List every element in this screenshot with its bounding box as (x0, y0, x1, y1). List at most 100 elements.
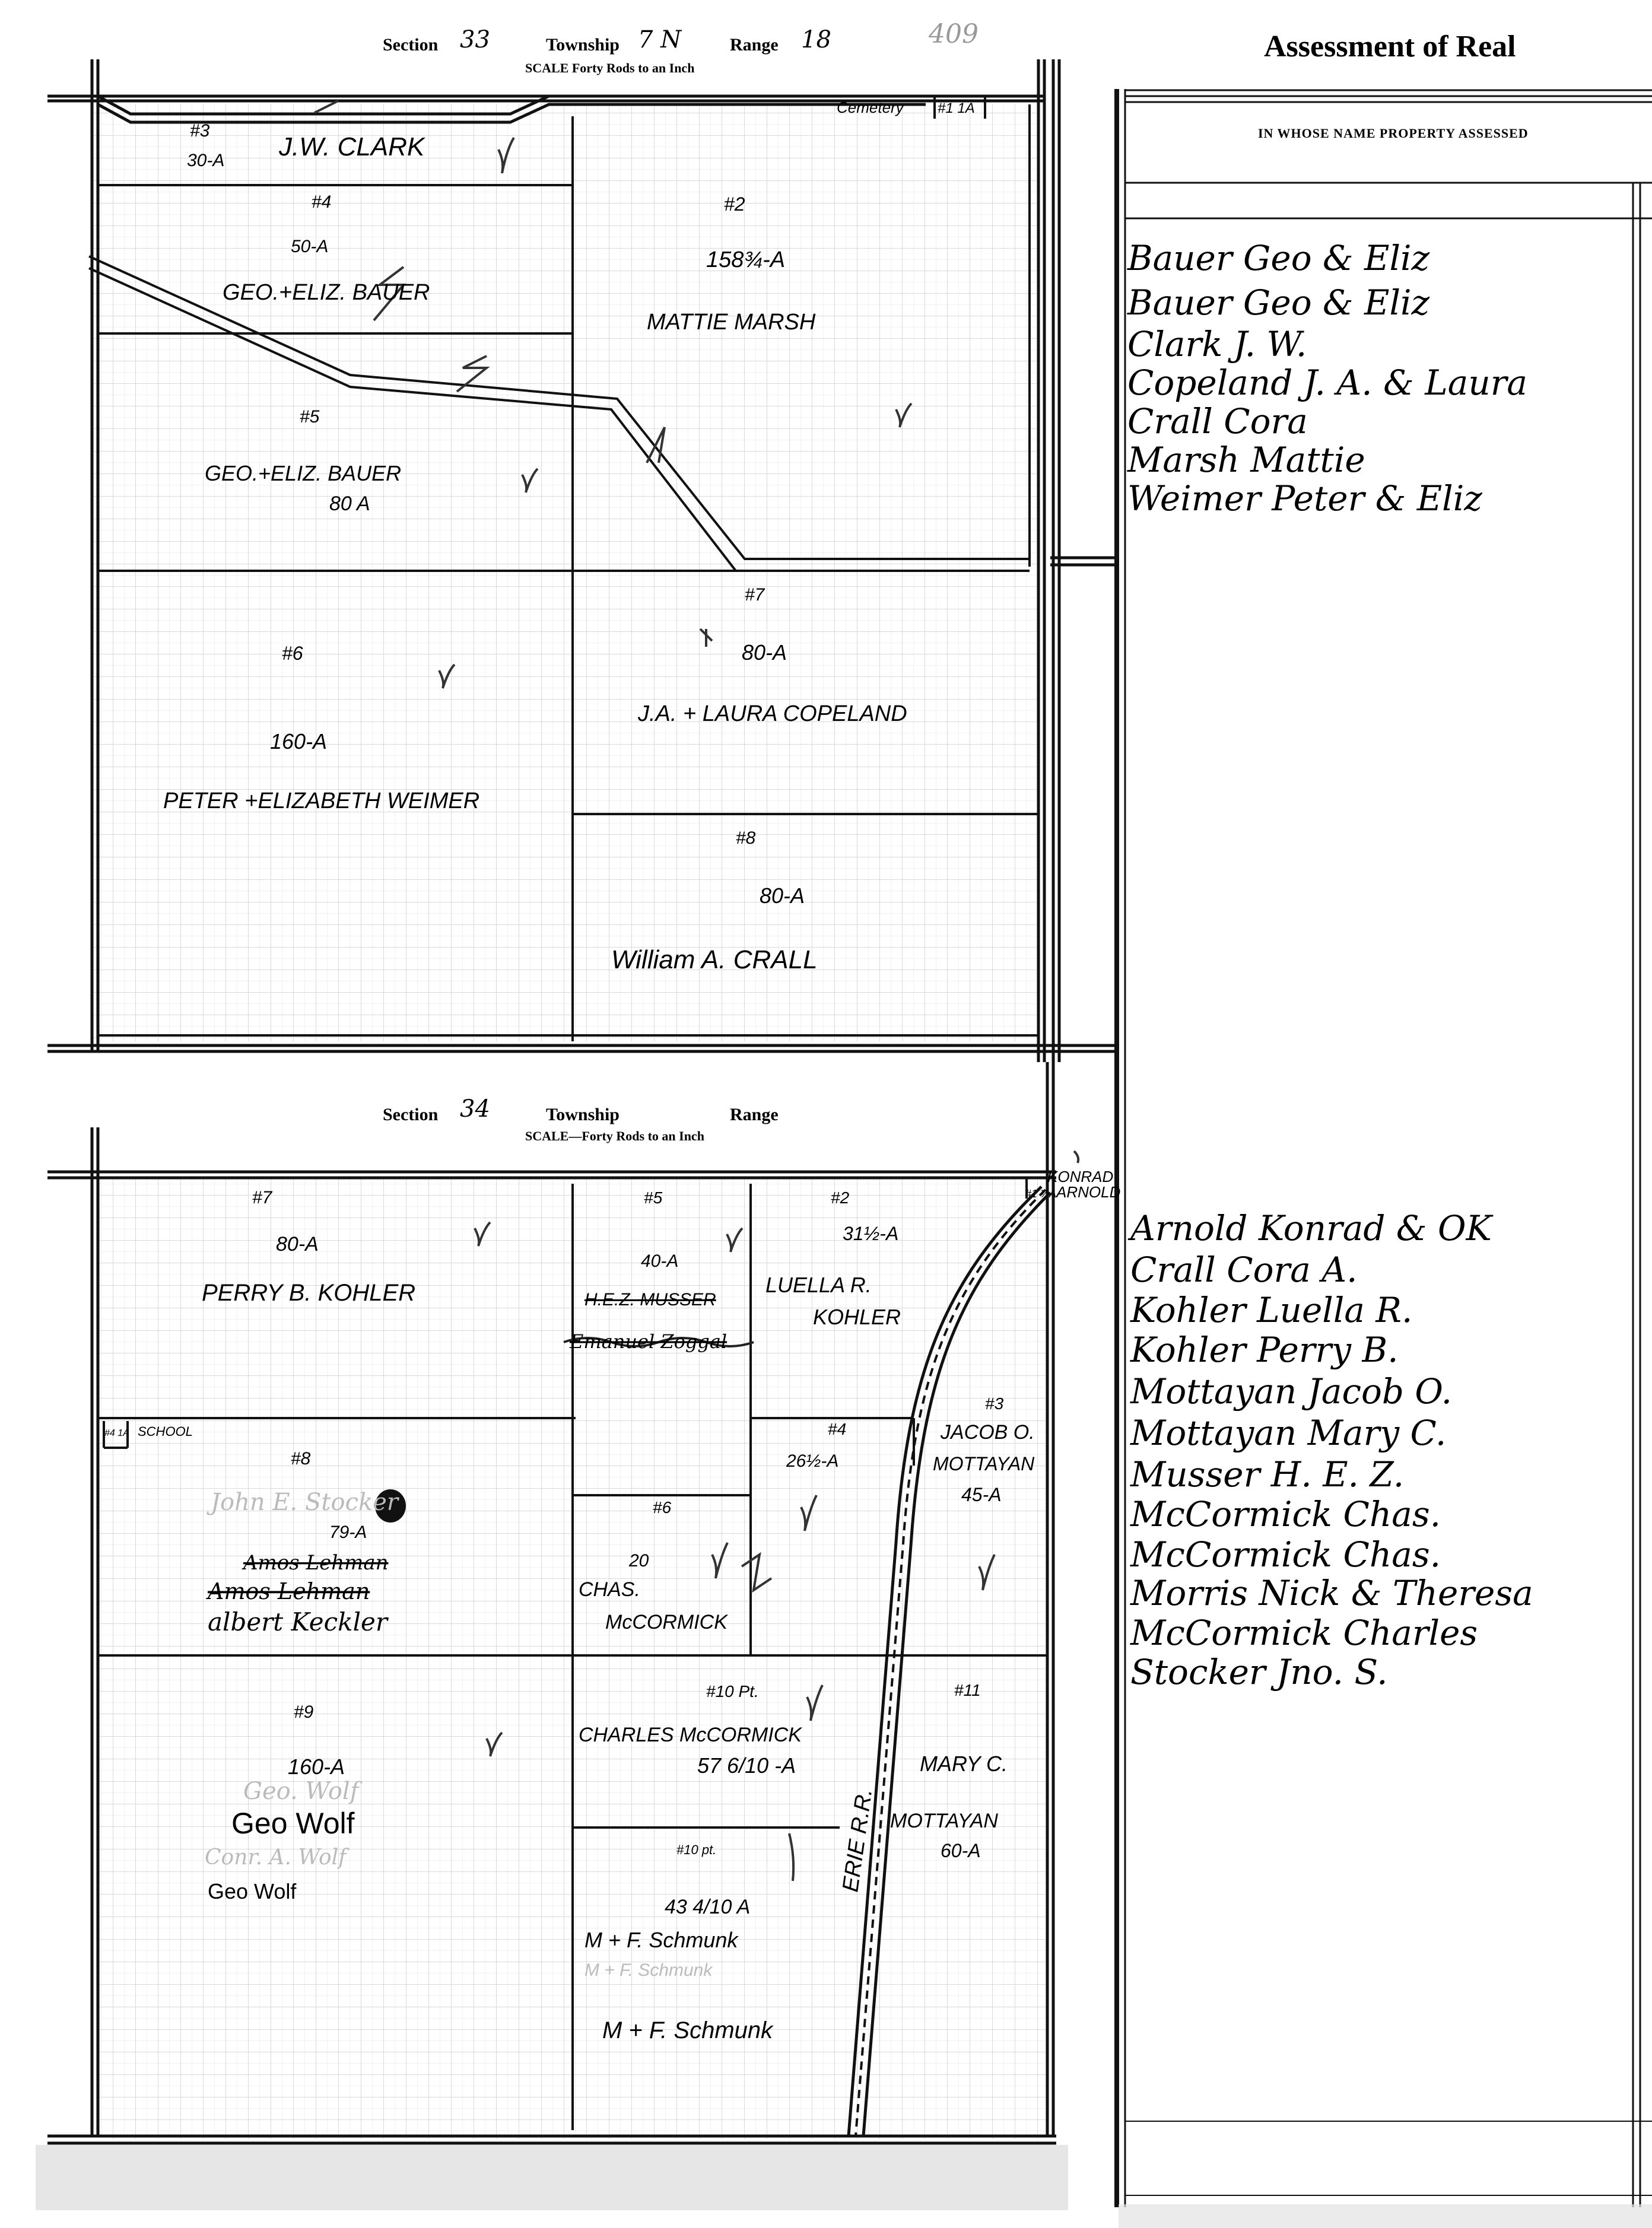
section-34-check-marks (474, 1150, 1080, 1881)
scan-shadow (36, 2145, 1068, 2210)
ledger-name: Arnold Konrad & OK (1127, 1208, 1494, 1248)
ledger-name: McCormick Chas. (1130, 1494, 1441, 1534)
s34-parcel-10b-owner: M + F. Schmunk (584, 1928, 739, 1952)
ledger-name: Mottayan Mary C. (1130, 1413, 1446, 1453)
school-parcel: #4 1A (104, 1428, 129, 1438)
s33-parcel-4-num: #4 (312, 192, 331, 212)
ledger-name: McCormick Chas. (1130, 1534, 1441, 1575)
ledger-name: Clark J. W. (1127, 324, 1307, 364)
school-label: SCHOOL (138, 1424, 193, 1439)
s34-parcel-9-owner-faded-2: Conr. A. Wolf (205, 1845, 350, 1870)
s33-parcel-2-num: #2 (724, 193, 745, 215)
section-33-road-frame (47, 59, 1116, 1062)
s34-parcel-9-num: #9 (294, 1702, 314, 1722)
s33-parcel-7-num: #7 (745, 585, 765, 605)
musser-scribble-line (563, 1337, 754, 1347)
ledger-name: Kohler Perry B. (1130, 1330, 1399, 1370)
ledger-rules (1114, 89, 1652, 2207)
cemetery-label: Cemetery (837, 98, 905, 116)
s34-parcel-8-owner-faded: John E. Stocker (206, 1489, 400, 1516)
section-34-label: Section (383, 1105, 439, 1124)
section-33-scale: SCALE Forty Rods to an Inch (525, 61, 694, 75)
s33-parcel-3-area: 30-A (187, 151, 224, 170)
section-33-top-road (97, 94, 926, 124)
ledger-name: Musser H. E. Z. (1130, 1454, 1404, 1495)
ledger-name: Stocker Jno. S. (1130, 1652, 1388, 1692)
s34-parcel-10b-owner-faded: M + F. Schmunk (584, 1960, 713, 1980)
s33-parcel-5-owner: GEO.+ELIZ. BAUER (205, 461, 401, 485)
s33-parcel-2-area: 158¾-A (706, 247, 785, 272)
ledger-name: Bauer Geo & Eliz (1127, 238, 1430, 278)
section-34-map (47, 1062, 1080, 2145)
section-33-township-value: 7 N (638, 26, 682, 53)
s34-parcel-10b-owner-lower: M + F. Schmunk (602, 2017, 774, 2043)
section-34-range-label: Range (730, 1105, 779, 1124)
s34-parcel-11-owner-line2: MOTTAYAN (890, 1810, 998, 1832)
s34-parcel-8-num: #8 (291, 1449, 311, 1469)
s34-parcel-6-owner-line1: CHAS. (579, 1578, 640, 1601)
s34-parcel-8-area: 79-A (329, 1523, 367, 1542)
s34-parcel-7-owner: PERRY B. KOHLER (202, 1280, 415, 1306)
section-33-map (47, 59, 1116, 1062)
s33-parcel-8-owner: William A. CRALL (611, 945, 818, 974)
s33-parcel-4-owner: GEO.+ELIZ. BAUER (223, 280, 430, 305)
s34-parcel-2-num: #2 (831, 1188, 850, 1207)
section-33-parcel-lines (98, 96, 1038, 1041)
s34-parcel-5-owner-scribble: Emanuel Zoggal (569, 1330, 727, 1353)
corner-label-konrad: KONRAD (1047, 1168, 1113, 1185)
s33-parcel-3-num: #3 (190, 121, 210, 141)
s34-parcel-8-owner-struck-2: Amos Lehman (206, 1578, 370, 1604)
s34-parcel-10-owner: CHARLES McCORMICK (579, 1724, 802, 1746)
cemetery-parcel: #1 1A (938, 100, 975, 116)
s33-parcel-8-area: 80-A (760, 883, 805, 908)
section-33-diagonal-road (88, 255, 1030, 572)
s34-parcel-10-num: #10 Pt. (706, 1682, 759, 1701)
s33-parcel-8-num: #8 (736, 828, 756, 848)
ledger-name: McCormick Charles (1130, 1613, 1478, 1653)
s34-parcel-4-num: #4 (828, 1420, 846, 1438)
ledger-name: Mottayan Jacob O. (1130, 1371, 1452, 1412)
section-33-range-label: Range (730, 35, 779, 55)
s34-parcel-8-owner-struck-1: Amos Lehman (242, 1551, 389, 1575)
page-title: Assessment of Real (1264, 30, 1516, 63)
ledger-names-section-33: Bauer Geo & Eliz Bauer Geo & Eliz Clark … (1127, 238, 1527, 519)
s34-parcel-11-area: 60-A (941, 1840, 981, 1861)
s33-parcel-7-owner: J.A. + LAURA COPELAND (637, 701, 907, 726)
s33-parcel-6-owner: PETER +ELIZABETH WEIMER (163, 789, 479, 813)
s34-parcel-2-area: 31½-A (843, 1223, 898, 1244)
section-34-parcel-lines (98, 1178, 1047, 2130)
section-34-value: 34 (460, 1095, 490, 1123)
section-33-value: 33 (460, 26, 490, 53)
s34-parcel-10-area: 57 6/10 -A (697, 1753, 796, 1778)
ledger-name: Crall Cora A. (1130, 1250, 1358, 1290)
ledger-name: Copeland J. A. & Laura (1127, 363, 1527, 403)
ledger-name: Crall Cora (1127, 401, 1308, 441)
s33-parcel-3-owner: J.W. CLARK (278, 132, 425, 161)
corner-label-arnold: ARNOLD (1055, 1183, 1120, 1201)
s33-parcel-6-num: #6 (282, 643, 303, 664)
s34-parcel-9-owner-faded-1: Geo. Wolf (243, 1778, 363, 1805)
scan-shadow-right (1119, 2204, 1652, 2228)
section-34-township-label: Township (546, 1105, 620, 1124)
section-33-township-label: Township (546, 35, 620, 55)
s34-parcel-3-owner-line1: JACOB O. (940, 1421, 1035, 1444)
s34-parcel-5-area: 40-A (641, 1251, 678, 1271)
ledger-name: Marsh Mattie (1127, 440, 1365, 480)
s34-parcel-5-num: #5 (644, 1188, 663, 1207)
erie-railroad (847, 1185, 1051, 2137)
ledger-name: Weimer Peter & Eliz (1127, 478, 1482, 519)
s34-parcel-3-owner-line2: MOTTAYAN (933, 1453, 1035, 1474)
s34-parcel-4-area: 26½-A (786, 1451, 838, 1471)
ledger-column-header: IN WHOSE NAME PROPERTY ASSESSED (1258, 126, 1529, 141)
s34-parcel-11-num: #11 (954, 1681, 981, 1699)
s34-parcel-2-owner-line2: KOHLER (813, 1305, 901, 1329)
s33-parcel-2-owner: MATTIE MARSH (647, 310, 816, 335)
s33-parcel-6-area: 160-A (270, 729, 327, 754)
s34-parcel-6-owner-line2: McCORMICK (605, 1611, 728, 1633)
s34-parcel-2-owner-line1: LUELLA R. (765, 1273, 872, 1297)
section-34-road-frame (47, 1062, 1056, 2145)
ink-blot (375, 1489, 406, 1523)
s34-parcel-7-area: 80-A (276, 1233, 319, 1256)
s33-parcel-5-area: 80 A (329, 492, 370, 515)
section-33-check-marks (314, 100, 913, 689)
